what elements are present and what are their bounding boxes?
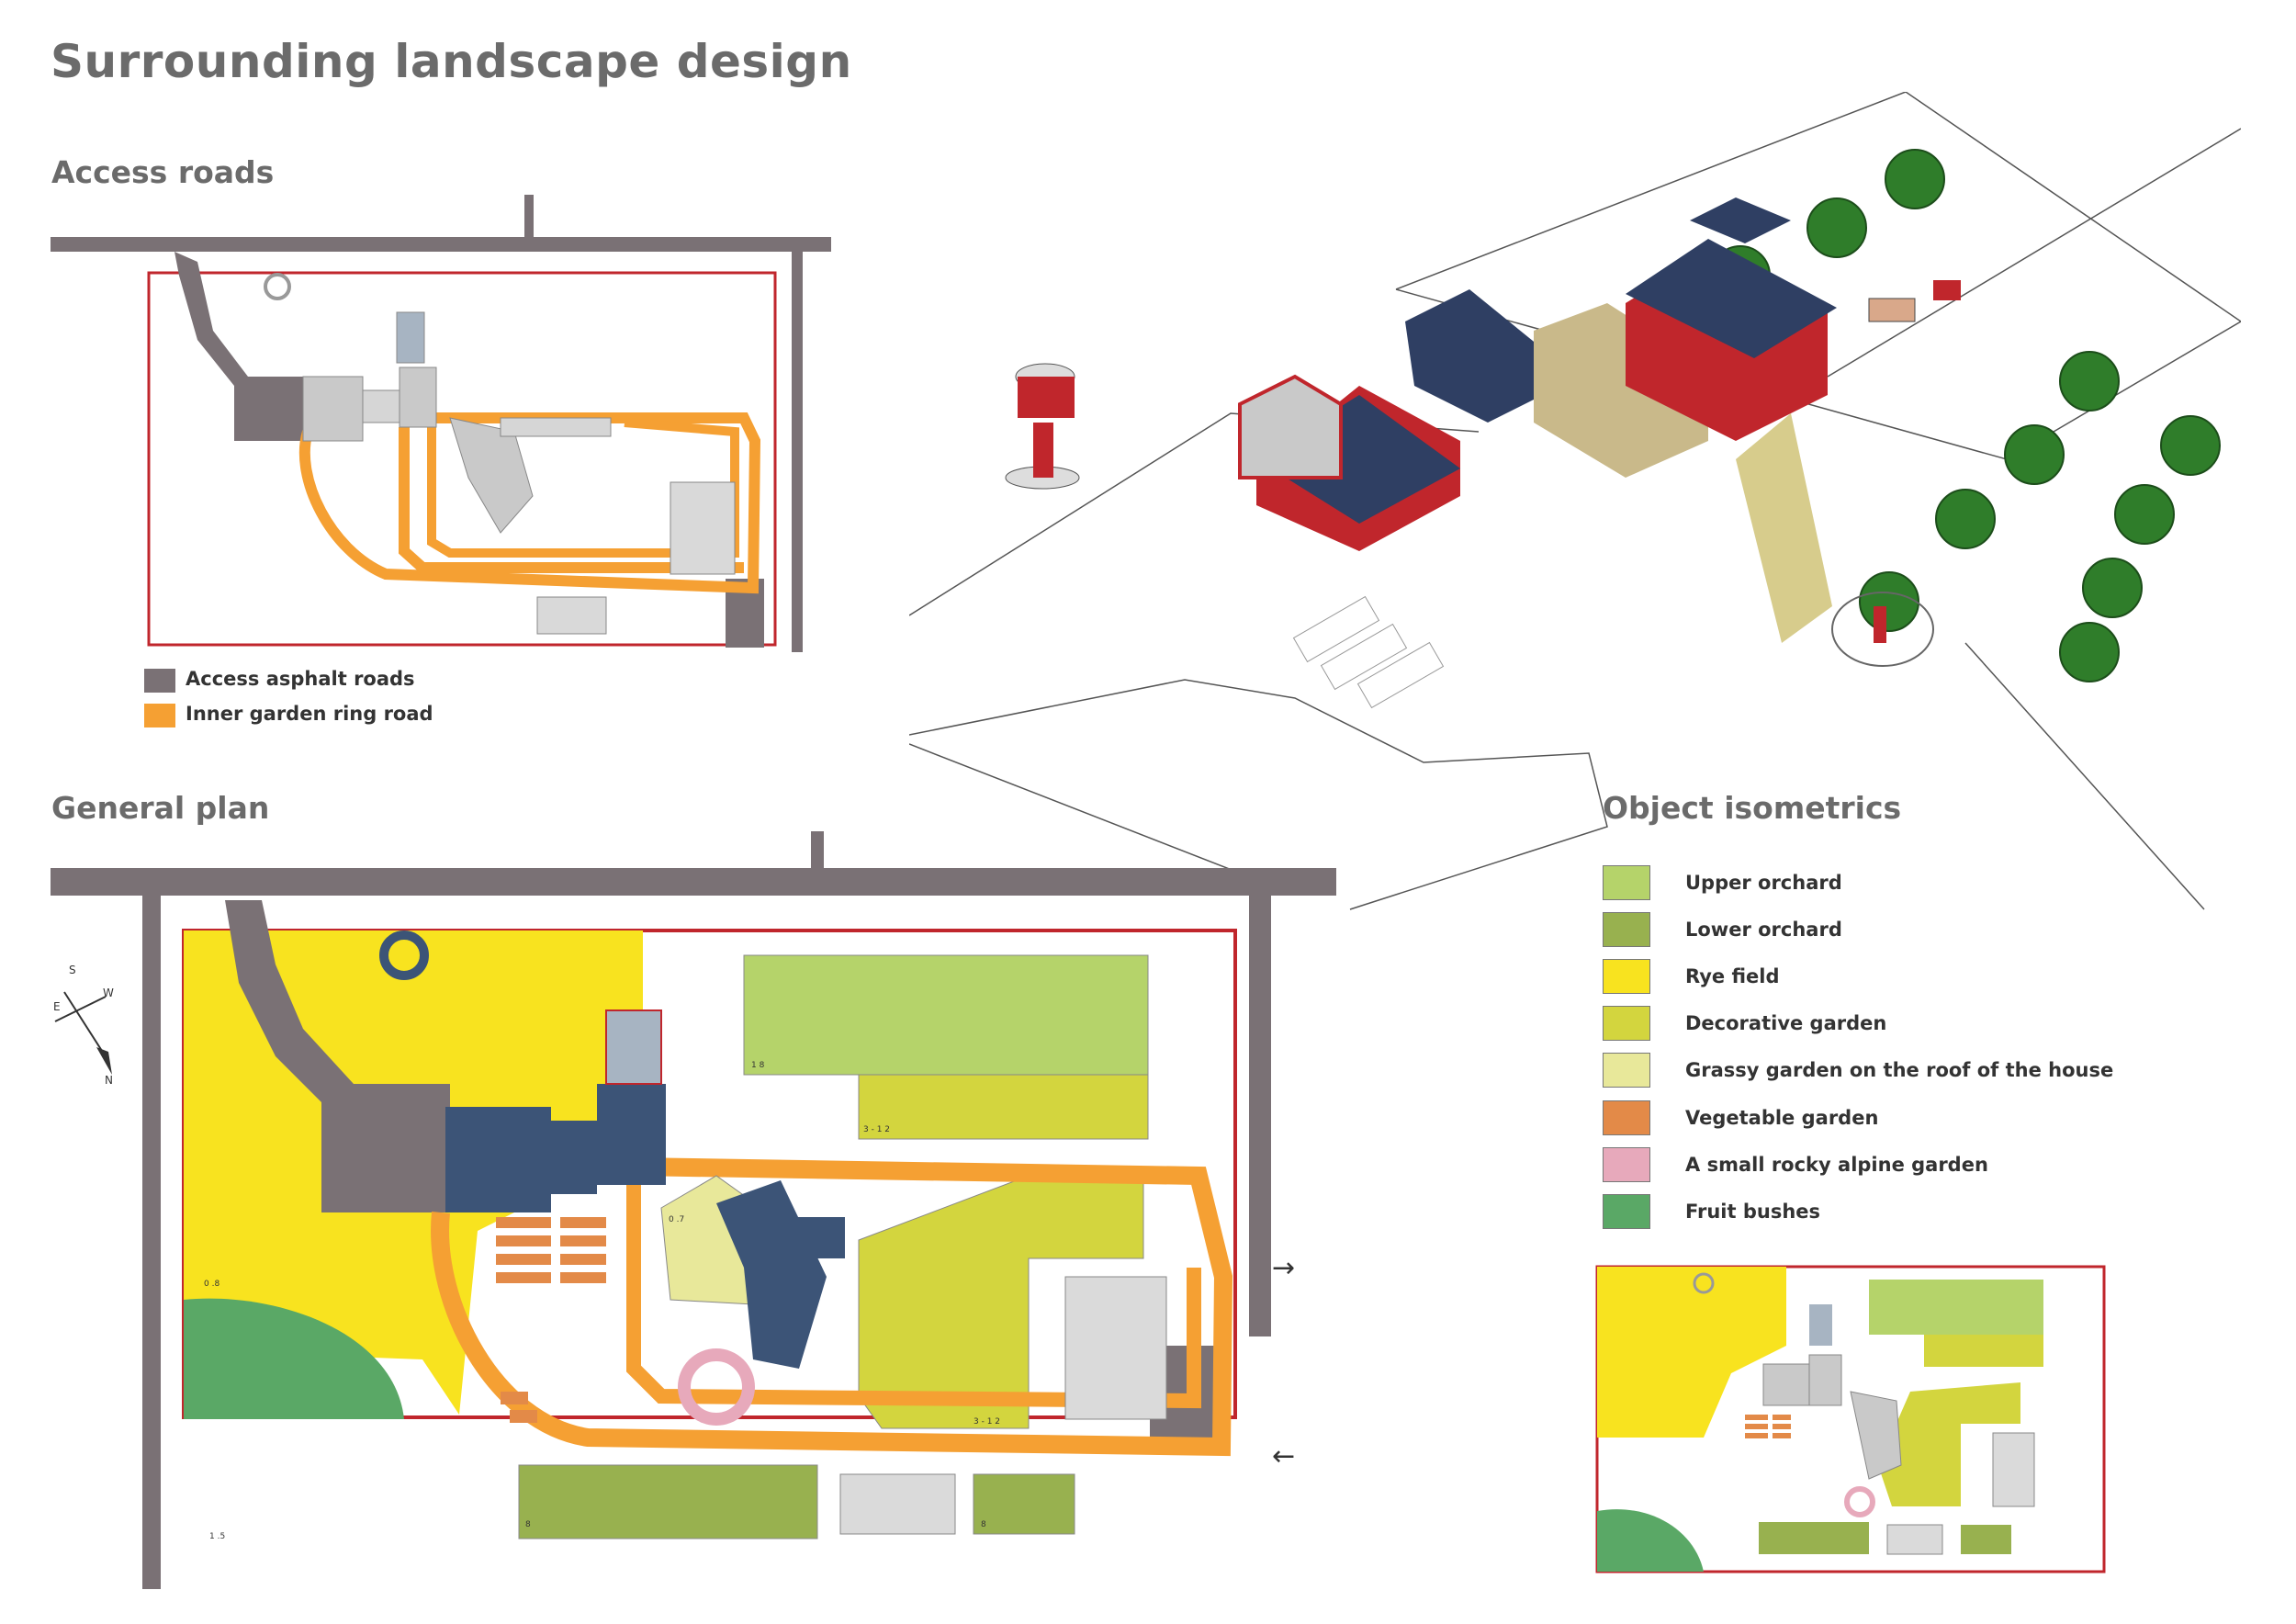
zone-legend-label-1: Upper orchard bbox=[1685, 872, 1842, 894]
zone-swatch-6 bbox=[1603, 1100, 1650, 1135]
page-title: Surrounding landscape design bbox=[51, 35, 852, 88]
zone-legend-label-6: Vegetable garden bbox=[1685, 1107, 1879, 1129]
isometric-view bbox=[909, 92, 2241, 910]
access-roads-map bbox=[51, 195, 831, 727]
compass-s: S bbox=[69, 964, 76, 976]
mark-roof: 0 .7 bbox=[669, 1215, 684, 1224]
zone-legend-label-8: Fruit bushes bbox=[1685, 1201, 1821, 1223]
zone-legend-label-2: Lower orchard bbox=[1685, 919, 1842, 941]
general-plan-map: S W E N 0 .8 1 8 3 - 1 2 3 - 1 2 0 .7 1 … bbox=[51, 831, 1336, 1589]
entrance-out-arrow: ← bbox=[1272, 1440, 1295, 1472]
zone-legend-row-5: Grassy garden on the roof of the house bbox=[1603, 1053, 2113, 1088]
mark-rye: 0 .8 bbox=[204, 1280, 219, 1289]
zone-swatch-4 bbox=[1603, 1006, 1650, 1041]
zone-swatch-8 bbox=[1603, 1194, 1650, 1229]
zone-swatch-1 bbox=[1603, 865, 1650, 900]
zone-swatch-3 bbox=[1603, 959, 1650, 994]
heading-access-roads: Access roads bbox=[51, 154, 275, 190]
zone-legend-row-4: Decorative garden bbox=[1603, 1006, 1886, 1041]
zone-legend-label-4: Decorative garden bbox=[1685, 1012, 1887, 1034]
zone-legend-row-3: Rye field bbox=[1603, 959, 1780, 994]
access-legend-row-2: Inner garden ring road bbox=[186, 703, 433, 725]
zone-legend-row-8: Fruit bushes bbox=[1603, 1194, 1820, 1229]
access-legend-row-1: Access asphalt roads bbox=[186, 668, 415, 690]
heading-object-isometrics: Object isometrics bbox=[1603, 790, 1902, 826]
mark-deco: 3 - 1 2 bbox=[974, 1417, 1000, 1427]
compass-w: W bbox=[103, 987, 114, 999]
heading-general-plan: General plan bbox=[51, 790, 270, 826]
mark-upper: 1 8 bbox=[751, 1061, 765, 1070]
compass-n: N bbox=[105, 1074, 113, 1087]
entrance-in-arrow: → bbox=[1272, 1252, 1295, 1284]
mark-lower1: 8 bbox=[525, 1520, 531, 1529]
mark-bushes: 1 .5 bbox=[209, 1532, 225, 1541]
zone-swatch-7 bbox=[1603, 1147, 1650, 1182]
zone-swatch-5 bbox=[1603, 1053, 1650, 1088]
mark-upper2: 3 - 1 2 bbox=[863, 1125, 890, 1134]
zone-legend-label-3: Rye field bbox=[1685, 965, 1780, 987]
mark-lower2: 8 bbox=[981, 1520, 986, 1529]
zone-legend-label-7: A small rocky alpine garden bbox=[1685, 1154, 1988, 1176]
key-plan-thumbnail bbox=[1595, 1265, 2106, 1573]
zone-legend-label-5: Grassy garden on the roof of the house bbox=[1685, 1059, 2114, 1081]
zone-legend-row-1: Upper orchard bbox=[1603, 865, 1842, 900]
zone-legend-row-7: A small rocky alpine garden bbox=[1603, 1147, 1988, 1182]
access-legend-label-1: Access asphalt roads bbox=[186, 668, 415, 690]
access-legend-label-2: Inner garden ring road bbox=[186, 703, 433, 725]
zone-swatch-2 bbox=[1603, 912, 1650, 947]
compass-e: E bbox=[53, 1000, 61, 1013]
zone-legend-row-2: Lower orchard bbox=[1603, 912, 1842, 947]
zone-legend-row-6: Vegetable garden bbox=[1603, 1100, 1878, 1135]
